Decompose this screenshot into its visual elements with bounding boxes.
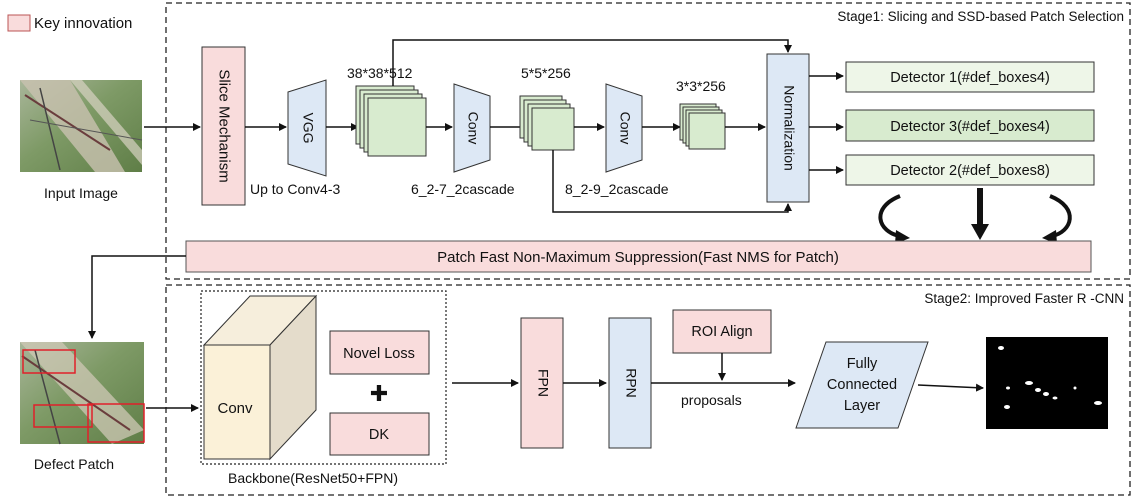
legend-label: Key innovation: [34, 15, 132, 32]
conv1-block: [453, 83, 491, 173]
legend-swatch: [7, 14, 31, 32]
vgg-block: [287, 79, 327, 177]
stage1-title: Stage1: Slicing and SSD-based Patch Sele…: [837, 9, 1124, 24]
stage2-title: Stage2: Improved Faster R -CNN: [924, 291, 1124, 306]
roi-align-block: [672, 309, 772, 354]
detector-2-label: Detector 2(#def_boxes8): [890, 163, 1050, 179]
fpn-label: FPN: [535, 369, 551, 397]
fully-connected-block: [795, 341, 929, 429]
rpn-block: [608, 317, 652, 449]
backbone-label: Backbone(ResNet50+FPN): [228, 470, 398, 486]
defect-box: [87, 403, 145, 443]
legend: Key innovation: [7, 14, 132, 32]
stage2-container: [165, 284, 1131, 496]
conv1-note: 6_2-7_2cascade: [411, 181, 515, 197]
plus-icon: ✚: [370, 381, 388, 406]
skip-connection-top: [392, 39, 792, 86]
dk-block: [329, 412, 430, 456]
dk-label: DK: [369, 427, 389, 443]
arrow-nms-defect-patch: [88, 255, 186, 339]
proposals-label: proposals: [681, 392, 742, 408]
feature-map-2-dims: 5*5*256: [521, 65, 571, 81]
detector-1-label: Detector 1(#def_boxes4): [890, 70, 1050, 86]
backbone-conv-label: Conv: [217, 400, 253, 417]
feature-map-3: [679, 103, 726, 150]
feature-map-1-dims: 38*38*512: [347, 65, 413, 81]
input-image: [20, 80, 143, 172]
defect-box: [33, 404, 93, 428]
normalization-label: Normalization: [781, 85, 797, 171]
patch-fast-nms-block: [185, 240, 1092, 273]
slice-mechanism-block: [201, 46, 246, 206]
feature-map-1: [355, 85, 427, 157]
feature-map-2: [519, 95, 575, 151]
vgg-note: Up to Conv4-3: [250, 181, 340, 197]
detector-3-label: Detector 3(#def_boxes4): [890, 119, 1050, 135]
fc-label-line1: Fully: [847, 356, 878, 372]
defect-patch-image: [20, 342, 145, 445]
patch-fast-nms-label: Patch Fast Non-Maximum Suppression(Fast …: [437, 249, 839, 266]
vgg-label: VGG: [300, 112, 316, 143]
stage1-container: [165, 2, 1131, 280]
rpn-label: RPN: [623, 368, 639, 398]
detector-1: [845, 61, 1095, 93]
defect-patch-caption: Defect Patch: [34, 456, 114, 472]
skip-connection-bottom: [552, 150, 792, 213]
feature-map-3-dims: 3*3*256: [676, 78, 726, 94]
detector-2: [845, 154, 1095, 186]
conv2-note: 8_2-9_2cascade: [565, 181, 669, 197]
detector-3: [845, 109, 1095, 142]
conv1-label: Conv: [465, 112, 481, 145]
fc-label-line3: Layer: [844, 398, 880, 414]
roi-align-label: ROI Align: [691, 324, 752, 340]
output-mask-image: [986, 337, 1108, 429]
conv2-block: [605, 83, 643, 173]
backbone-conv-block: [202, 294, 318, 461]
defect-box: [22, 349, 76, 374]
novel-loss-block: [329, 330, 430, 375]
fpn-block: [520, 317, 564, 449]
arrow-fc-output: [917, 383, 984, 392]
slice-mechanism-label: Slice Mechanism: [216, 69, 233, 182]
fc-label-line2: Connected: [827, 377, 897, 393]
conv2-label: Conv: [617, 112, 633, 145]
backbone-container: [200, 290, 447, 465]
merge-arrows: [878, 188, 1072, 244]
novel-loss-label: Novel Loss: [343, 346, 415, 362]
normalization-block: [766, 53, 810, 203]
input-image-caption: Input Image: [44, 185, 118, 201]
